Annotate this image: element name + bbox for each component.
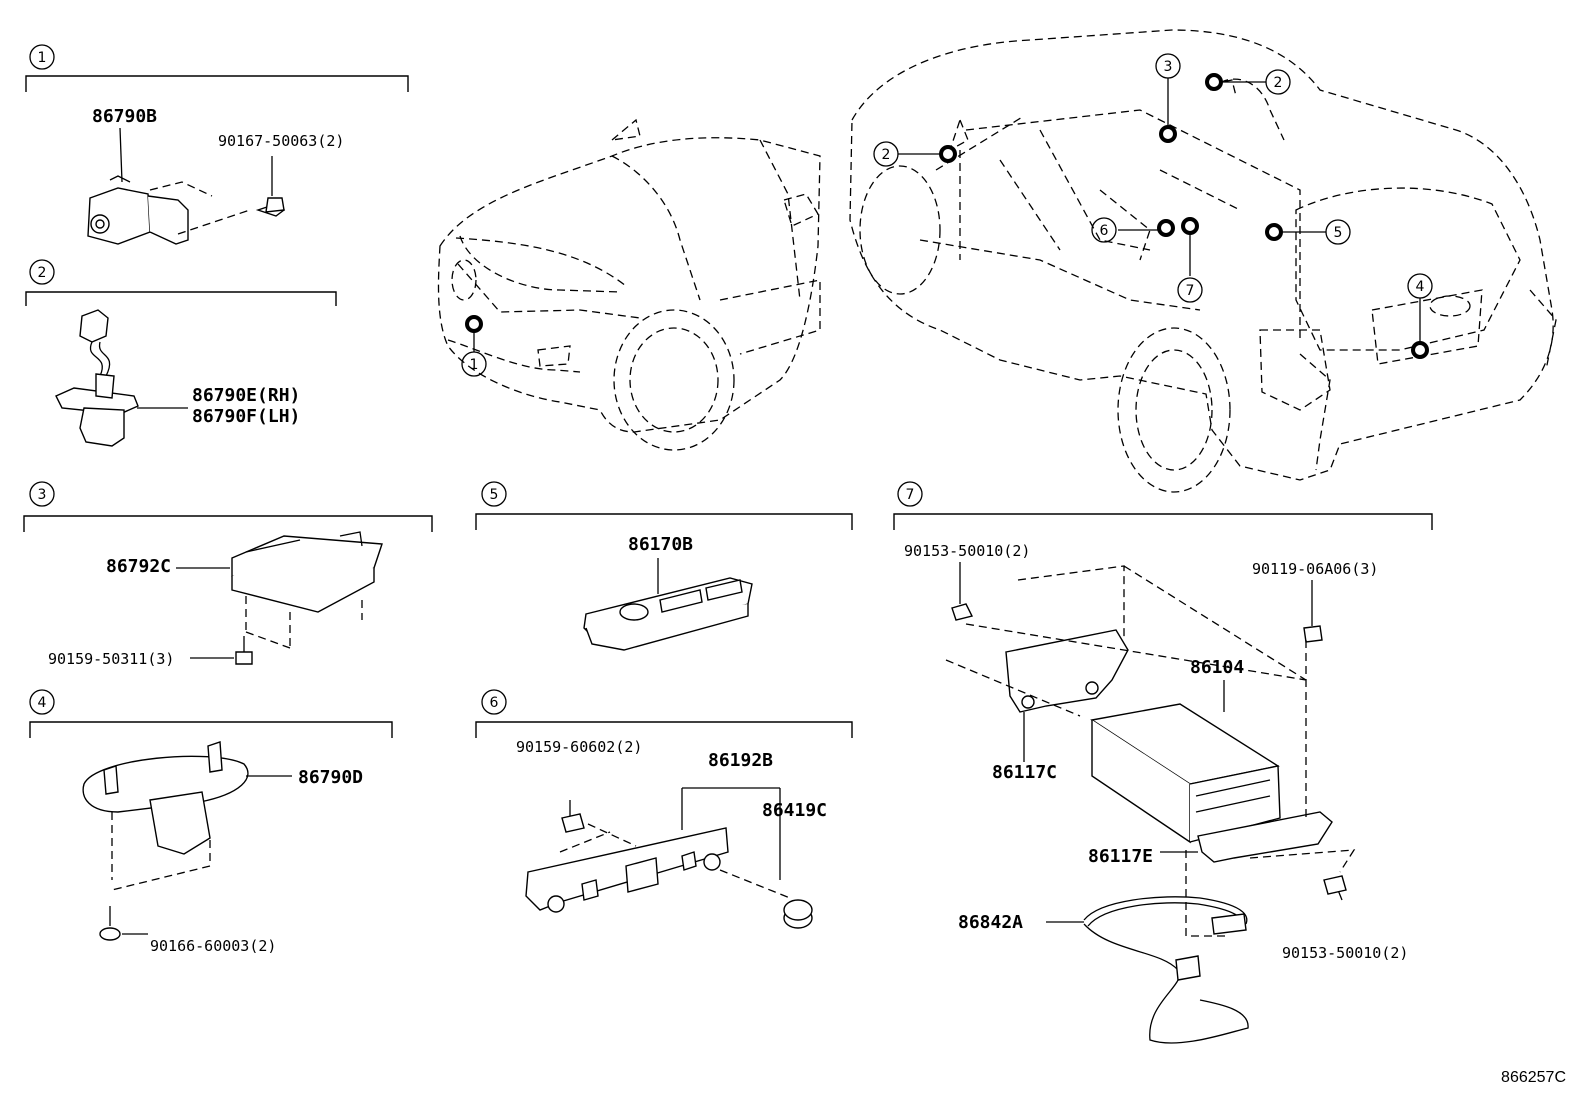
part-86790D: 86790D [298, 767, 363, 788]
section-6-bracket [475, 721, 853, 738]
part-86792C: 86792C [106, 556, 171, 577]
harness-86842A [1046, 896, 1249, 1044]
section-1-bracket [25, 75, 409, 92]
rear-marker-6 [1157, 219, 1175, 237]
section-1-number: 1 [38, 50, 47, 66]
rear-callout-4: 4 [1416, 279, 1425, 295]
part-90119-06A06: 90119-06A06(3) [1252, 560, 1378, 578]
section-2-number: 2 [38, 265, 47, 281]
part-86419C: 86419C [762, 800, 827, 821]
rear-callout-5: 5 [1334, 225, 1343, 241]
rear-callout-5-badge [1325, 219, 1351, 245]
part-90159-50311: 90159-50311(3) [48, 650, 174, 668]
bolt-90153-50010-top [951, 562, 974, 621]
camera-86790D [82, 741, 292, 891]
remote-86170B [583, 558, 753, 651]
part-86790B: 86790B [92, 106, 157, 127]
section-5-badge [481, 481, 507, 507]
rear-callout-6: 6 [1100, 223, 1109, 239]
section-4: 4 86790D 90166-60003(2) [29, 689, 393, 955]
rear-callout-3: 3 [1164, 59, 1173, 75]
rear-callout-7-badge [1177, 277, 1203, 303]
section-5-bracket [475, 513, 853, 530]
rear-marker-3 [1159, 125, 1177, 143]
part-86117E: 86117E [1088, 846, 1153, 867]
part-90153-50010-bottom: 90153-50010(2) [1282, 944, 1408, 962]
front-camera-marker [465, 315, 483, 333]
part-90167-50063: 90167-50063(2) [218, 132, 344, 150]
section-5-number: 5 [490, 487, 499, 503]
section-6: 6 90159-60602(2) 86192B 86419C [475, 689, 853, 929]
rear-vehicle-illustration: 2 2 3 4 5 6 7 [849, 29, 1557, 493]
part-86170B: 86170B [628, 534, 693, 555]
section-7-bracket [893, 513, 1433, 530]
rear-marker-5 [1265, 223, 1283, 241]
rear-callout-3-badge [1155, 53, 1181, 79]
part-86192B: 86192B [708, 750, 773, 771]
section-3-bracket [23, 515, 433, 532]
part-90153-50010-top: 90153-50010(2) [904, 542, 1030, 560]
camera-86790E-86790F [55, 309, 188, 447]
section-5: 5 86170B [475, 481, 853, 651]
rear-marker-7 [1181, 217, 1199, 235]
camera-86790B [87, 127, 251, 245]
rear-callout-4-badge [1407, 273, 1433, 299]
rear-callout-6-badge [1091, 217, 1117, 243]
diagram-code: 866257C [1501, 1069, 1566, 1086]
section-6-badge [481, 689, 507, 715]
part-86117C: 86117C [992, 762, 1057, 783]
bolt-90159-50311 [190, 636, 253, 665]
front-vehicle-illustration: 1 [437, 118, 821, 451]
bolt-90153-50010-bottom [1323, 875, 1347, 901]
section-1: 1 86790B 90167-50063(2) [25, 44, 409, 245]
rear-marker-2b [1205, 73, 1223, 91]
section-4-number: 4 [38, 695, 47, 711]
section-2-bracket [25, 291, 337, 306]
part-90159-60602: 90159-60602(2) [516, 738, 642, 756]
section-7-badge [897, 481, 923, 507]
rear-callout-2a: 2 [882, 147, 891, 163]
section-3: 3 86792C 90159-50311(3) [23, 481, 433, 668]
rear-marker-2a [939, 145, 957, 163]
part-86842A: 86842A [958, 912, 1023, 933]
section-2-badge [29, 259, 55, 285]
section-4-badge [29, 689, 55, 715]
bolt-90119-06A06 [1303, 580, 1323, 643]
bolt-90167-50063 [255, 156, 286, 217]
section-6-number: 6 [490, 695, 499, 711]
front-callout-1-badge [461, 351, 487, 377]
section-3-number: 3 [38, 487, 47, 503]
rear-callout-2b: 2 [1274, 75, 1283, 91]
cap-86419C [783, 899, 813, 929]
section-7: 7 90153-50010(2) 90119-06A06(3) 86104 86… [893, 481, 1433, 1044]
part-86790F-LH: 86790F(LH) [192, 406, 300, 427]
section-2: 2 86790E(RH) 86790F(LH) [25, 259, 337, 447]
bracket-86117C [1005, 629, 1129, 762]
part-86104: 86104 [1190, 657, 1244, 678]
bracket-86192B [525, 787, 791, 913]
screw-90166-60003 [99, 906, 148, 941]
section-3-badge [29, 481, 55, 507]
module-86792C [176, 531, 383, 649]
bracket-86117E [1160, 811, 1333, 863]
rear-callout-2a-badge [873, 141, 899, 167]
part-90166-60003: 90166-60003(2) [150, 937, 276, 955]
rear-callout-2b-badge [1265, 69, 1291, 95]
front-callout-1: 1 [470, 357, 479, 373]
section-7-number: 7 [906, 487, 915, 503]
section-4-bracket [29, 721, 393, 738]
rear-callout-7: 7 [1186, 283, 1195, 299]
section-1-badge [29, 44, 55, 70]
part-86790E-RH: 86790E(RH) [192, 385, 300, 406]
unit-86104 [1090, 680, 1281, 844]
rear-marker-4 [1411, 341, 1429, 359]
